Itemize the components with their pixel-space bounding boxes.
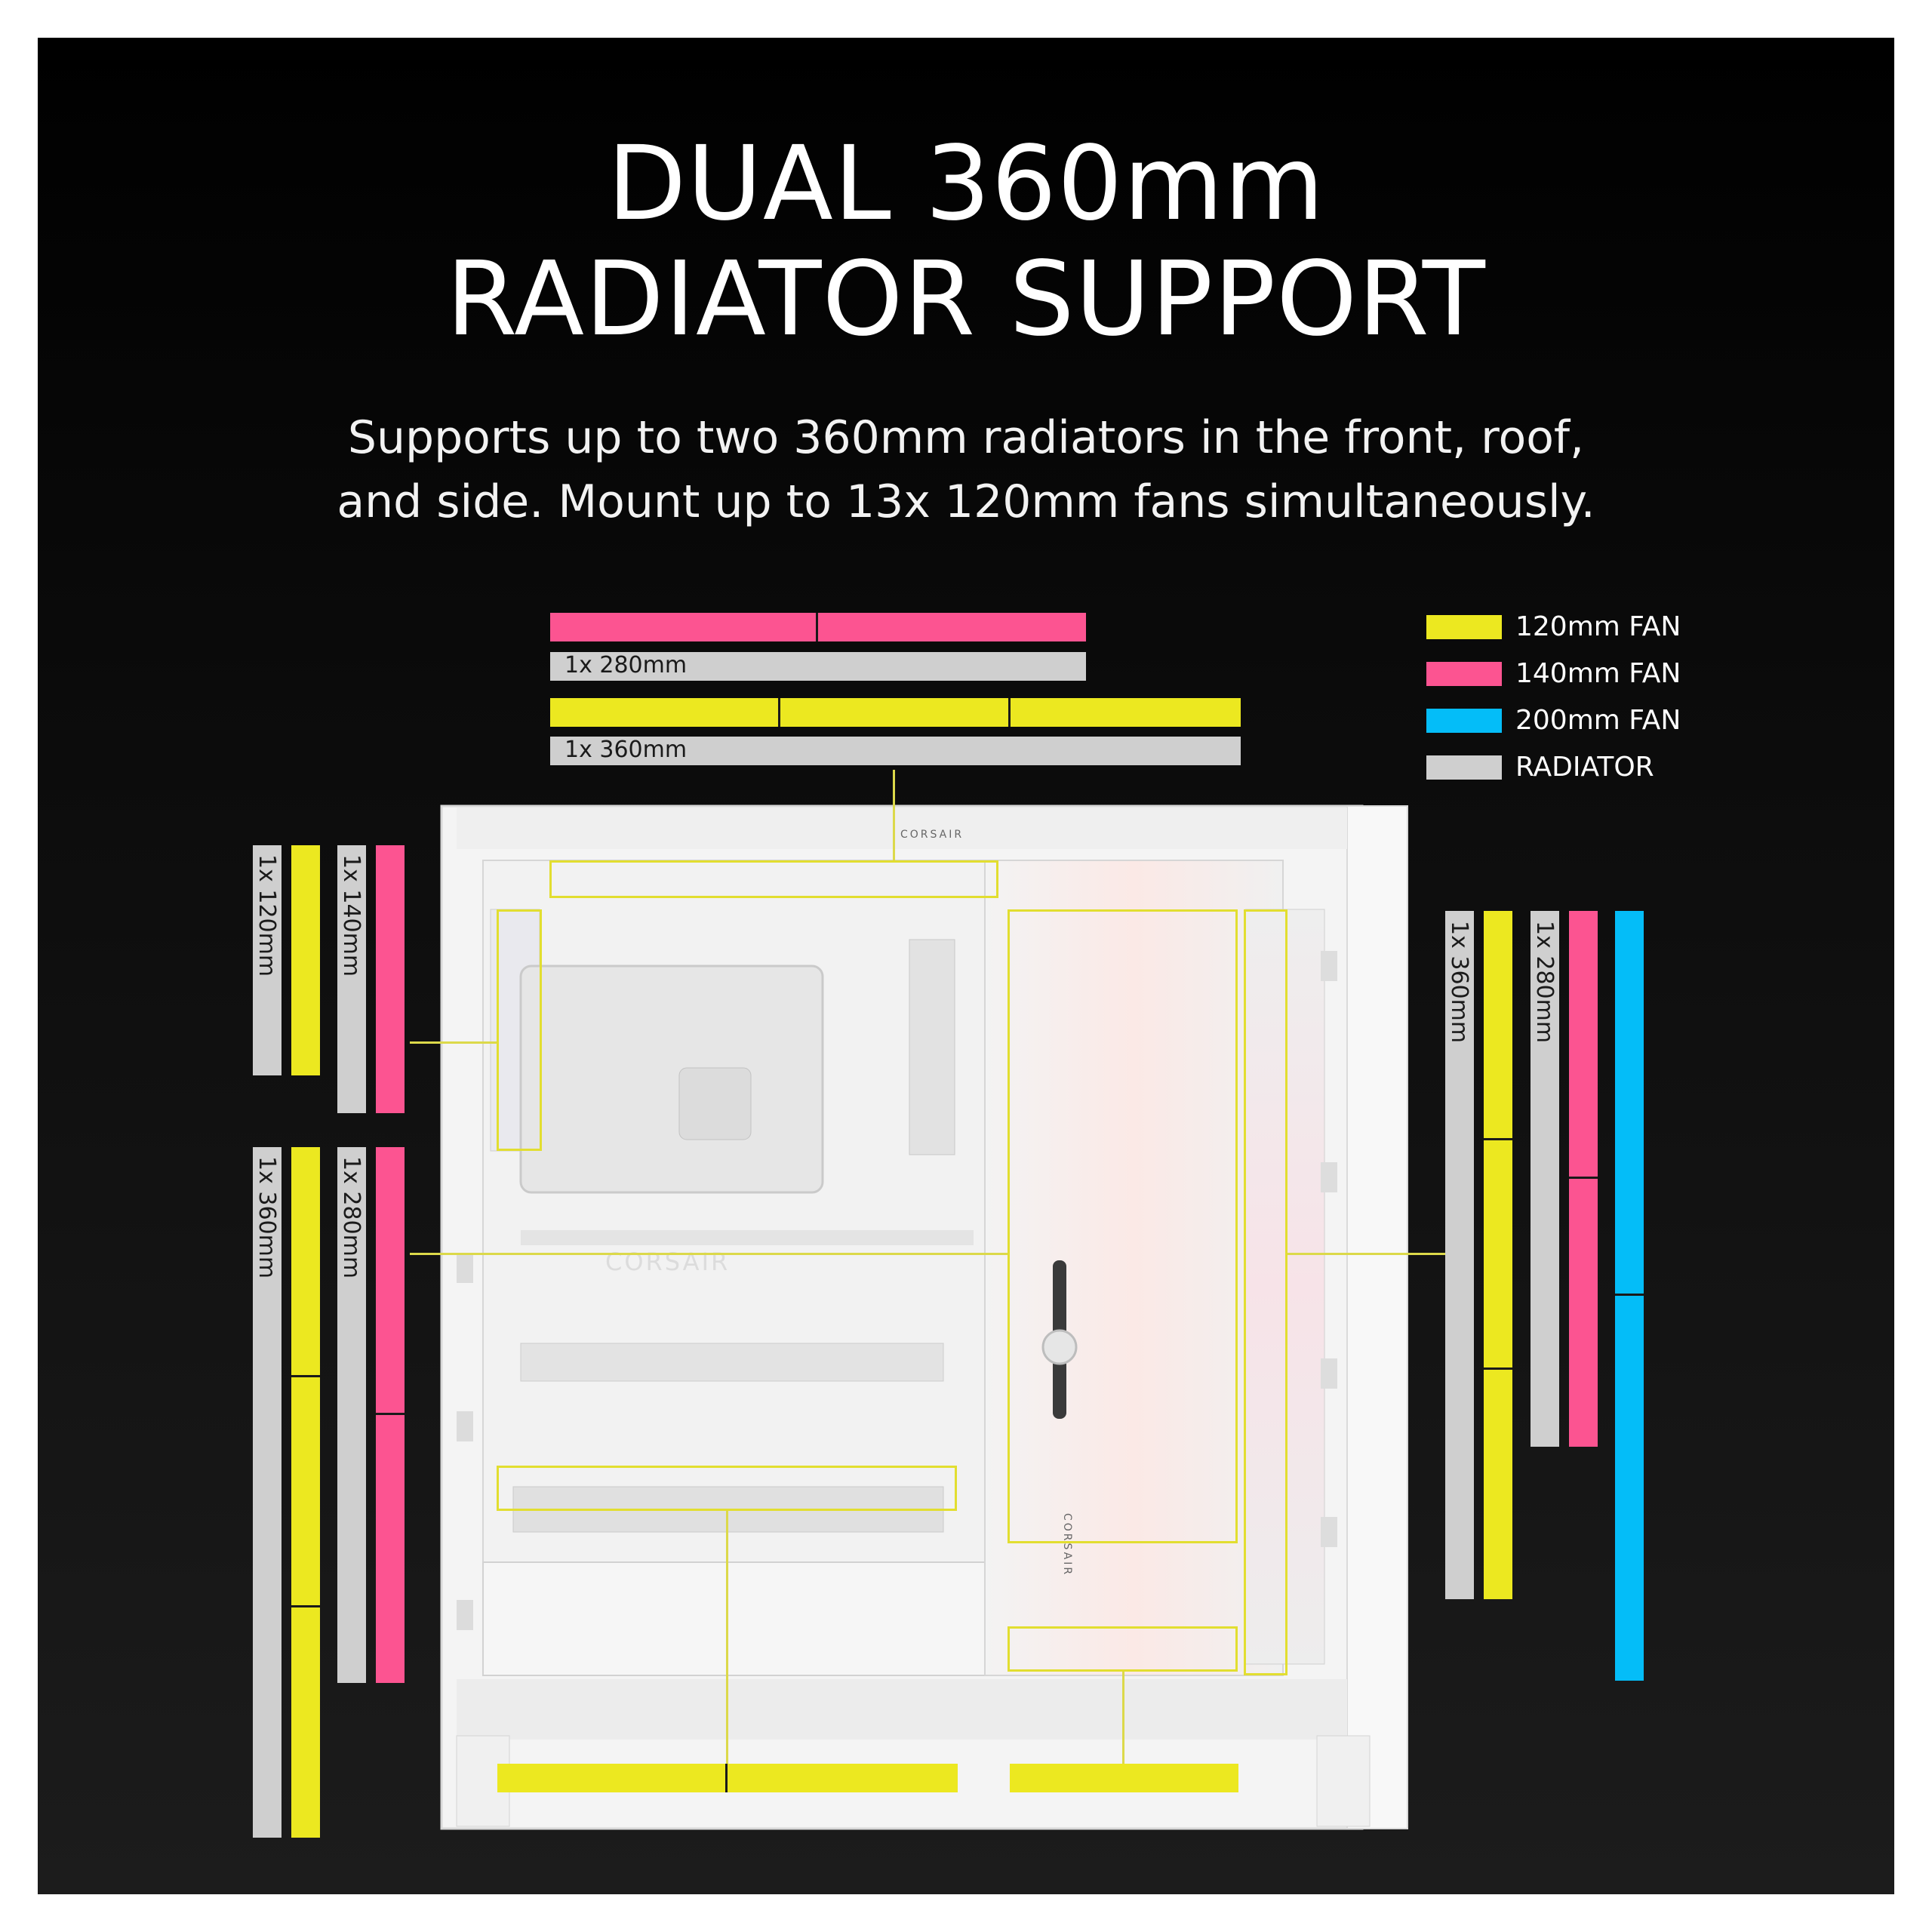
top-140-fan-1 xyxy=(550,613,818,641)
side-280-radiator xyxy=(337,1147,366,1683)
top-120-fan-1 xyxy=(550,698,780,727)
top-280-label: 1x 280mm xyxy=(565,652,688,678)
side-connector-line xyxy=(410,1253,1008,1255)
front-200-fan-1 xyxy=(1615,911,1644,1296)
legend-swatch-140 xyxy=(1426,662,1502,686)
title-line-1: DUAL 360mm xyxy=(607,125,1325,244)
side-360-label: 1x 360mm xyxy=(254,1156,280,1279)
front-mount-outline xyxy=(1244,909,1287,1675)
roof-connector-line xyxy=(893,770,895,860)
bottom-mount-outline xyxy=(497,1466,957,1511)
front-140-fan-1 xyxy=(1569,911,1598,1179)
front-120-fan-3 xyxy=(1484,1370,1512,1599)
psu-connector-line xyxy=(1122,1672,1124,1764)
legend-label-120: 120mm FAN xyxy=(1515,611,1681,642)
roof-mount-outline xyxy=(549,860,998,898)
bottom-120-fan-2 xyxy=(728,1764,958,1792)
title-line-2: RADIATOR SUPPORT xyxy=(446,240,1486,359)
pc-case-illustration xyxy=(440,804,1408,1830)
rear-120-fan xyxy=(291,845,320,1075)
bottom-connector-line xyxy=(726,1511,728,1764)
rear-120-radiator xyxy=(253,845,281,1075)
top-360-label: 1x 360mm xyxy=(565,737,688,763)
rear-140-fan xyxy=(376,845,405,1113)
top-120-fan-2 xyxy=(780,698,1011,727)
top-140-fan-2 xyxy=(818,613,1086,641)
rear-120-label: 1x 120mm xyxy=(254,854,280,977)
subtitle-line-1: Supports up to two 360mm radiators in th… xyxy=(347,411,1585,464)
side-140-fan-1 xyxy=(376,1147,405,1415)
side-120-fan-2 xyxy=(291,1377,320,1607)
top-360-radiator xyxy=(550,737,1241,765)
case-brand-top: CORSAIR xyxy=(900,829,964,841)
front-280-radiator xyxy=(1531,911,1559,1447)
legend-swatch-120 xyxy=(1426,615,1502,639)
rear-140-label: 1x 140mm xyxy=(338,854,365,977)
legend-label-radiator: RADIATOR xyxy=(1515,752,1654,783)
side-mount-outline xyxy=(1008,909,1238,1543)
rear-140-radiator xyxy=(337,845,366,1113)
legend-label-200: 200mm FAN xyxy=(1515,705,1681,736)
side-140-fan-2 xyxy=(376,1415,405,1683)
legend-swatch-200 xyxy=(1426,709,1502,733)
subtitle-line-2: and side. Mount up to 13x 120mm fans sim… xyxy=(337,475,1595,528)
front-120-fan-1 xyxy=(1484,911,1512,1140)
rear-mount-outline xyxy=(497,909,542,1151)
top-280-radiator xyxy=(550,652,1086,681)
front-120-fan-2 xyxy=(1484,1140,1512,1370)
bottom-120-fan-1 xyxy=(497,1764,728,1792)
infographic-panel: DUAL 360mm RADIATOR SUPPORT Supports up … xyxy=(38,38,1894,1894)
side-280-label: 1x 280mm xyxy=(338,1156,365,1279)
front-360-label: 1x 360mm xyxy=(1446,921,1472,1044)
rear-connector-line xyxy=(410,1041,497,1044)
front-280-label: 1x 280mm xyxy=(1531,921,1558,1044)
psu-mount-outline xyxy=(1008,1626,1238,1672)
front-connector-line xyxy=(1287,1253,1463,1255)
top-120-fan-3 xyxy=(1011,698,1241,727)
case-brand-tray: CORSAIR xyxy=(605,1247,731,1276)
legend-swatch-radiator xyxy=(1426,755,1502,780)
front-360-radiator xyxy=(1445,911,1474,1599)
side-120-fan-3 xyxy=(291,1607,320,1838)
front-200-fan-2 xyxy=(1615,1296,1644,1681)
psu-shroud-120-fan xyxy=(1010,1764,1238,1792)
side-360-radiator xyxy=(253,1147,281,1838)
side-120-fan-1 xyxy=(291,1147,320,1377)
front-140-fan-2 xyxy=(1569,1179,1598,1447)
legend-label-140: 140mm FAN xyxy=(1515,658,1681,689)
